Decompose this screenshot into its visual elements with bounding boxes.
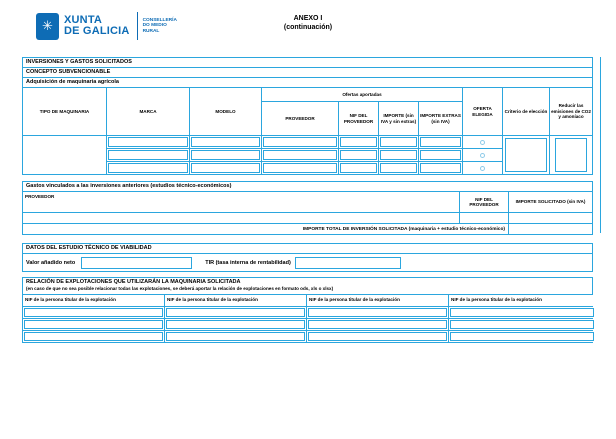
reducir-emisiones-input[interactable] xyxy=(550,136,592,174)
explotaciones-titleblock: RELACIÓN DE EXPLOTACIONES QUE UTILIZARÁN… xyxy=(23,278,592,295)
importe-total-label: IMPORTE TOTAL DE INVERSIÓN SOLICITADA (m… xyxy=(23,224,508,234)
maquinaria-table: TIPO DE MAQUINARIA MARCA MODELO Ofertas … xyxy=(23,88,592,174)
brand-line1: XUNTA xyxy=(64,14,103,26)
tir-input[interactable] xyxy=(294,256,401,269)
modelo-input-row2[interactable] xyxy=(190,149,261,161)
proveedor-input-row2[interactable] xyxy=(262,149,338,161)
gastos-col-importe: IMPORTE SOLICITADO (sin IVA) xyxy=(509,192,592,212)
gastos-table: PROVEEDOR NIF DEL PROVEEDOR IMPORTE SOLI… xyxy=(23,192,592,234)
modelo-input-row3[interactable] xyxy=(190,162,261,174)
nif-titular-input-r2c4[interactable] xyxy=(449,319,595,330)
section-gastos-vinculados: Gastos vinculados a las inversiones ante… xyxy=(22,181,593,235)
section-explotaciones: RELACIÓN DE EXPLOTACIONES QUE UTILIZARÁN… xyxy=(22,277,595,343)
nif-proveedor-input-row1[interactable] xyxy=(339,136,378,148)
anexo-line2: (continuación) xyxy=(283,24,333,31)
oferta-radio-row2[interactable] xyxy=(463,149,502,161)
col-marca: MARCA xyxy=(107,88,189,135)
logo-divider xyxy=(136,12,138,40)
nif-titular-header-2: NIF de la persona titular de la explotac… xyxy=(165,295,306,306)
section-inversiones-title: INVERSIONES Y GASTOS SOLICITADOS xyxy=(23,58,592,68)
nif-titular-header-4: NIF de la persona titular de la explotac… xyxy=(449,295,595,306)
nif-titular-input-r2c3[interactable] xyxy=(307,319,448,330)
nif-titular-input-r1c4[interactable] xyxy=(449,307,595,318)
importe-input-row3[interactable] xyxy=(379,162,418,174)
oferta-radio-row1[interactable] xyxy=(463,136,502,148)
nif-titular-input-r3c3[interactable] xyxy=(307,331,448,342)
nif-proveedor-input-row3[interactable] xyxy=(339,162,378,174)
xunta-emblem-icon: ✳ xyxy=(36,12,59,40)
nif-proveedor-input-row2[interactable] xyxy=(339,149,378,161)
col-oferta-elegida: OFERTA ELEGIDA xyxy=(463,88,502,135)
concepto-subvencionable-label: CONCEPTO SUBVENCIONABLE xyxy=(23,68,592,78)
nif-titular-header-3: NIF de la persona titular de la explotac… xyxy=(307,295,448,306)
col-importe: IMPORTE (sin IVA y sin extras) xyxy=(379,102,418,135)
page-edge-line xyxy=(600,57,601,233)
marca-input-row2[interactable] xyxy=(107,149,189,161)
gastos-nif-input[interactable] xyxy=(460,213,508,223)
nif-titular-input-r1c1[interactable] xyxy=(23,307,164,318)
col-importe-extras: IMPORTE EXTRAS (sin IVA) xyxy=(419,102,462,135)
marca-input-row3[interactable] xyxy=(107,162,189,174)
oferta-radio-row3[interactable] xyxy=(463,162,502,174)
importe-extras-input-row3[interactable] xyxy=(419,162,462,174)
conselleria-label: CONSELLERÍA DO MEDIO RURAL xyxy=(142,17,177,34)
proveedor-input-row3[interactable] xyxy=(262,162,338,174)
nif-titular-input-r2c1[interactable] xyxy=(23,319,164,330)
importe-extras-input-row2[interactable] xyxy=(419,149,462,161)
page-title: ANEXO I (continuación) xyxy=(0,14,616,32)
gastos-col-nif: NIF DEL PROVEEDOR xyxy=(460,192,508,212)
nif-titular-input-r2c2[interactable] xyxy=(165,319,306,330)
tipo-maquinaria-cell[interactable] xyxy=(23,136,106,174)
importe-extras-input-row1[interactable] xyxy=(419,136,462,148)
anexo-line1: ANEXO I xyxy=(293,15,323,22)
col-tipo-maquinaria: TIPO DE MAQUINARIA xyxy=(23,88,106,135)
importe-total-input[interactable] xyxy=(509,224,592,234)
proveedor-input-row1[interactable] xyxy=(262,136,338,148)
col-modelo: MODELO xyxy=(190,88,261,135)
tir-label: TIR (tasa interna de rentabilidad) xyxy=(205,259,291,266)
modelo-input-row1[interactable] xyxy=(190,136,261,148)
criterio-input[interactable] xyxy=(503,136,549,174)
xunta-brand: XUNTA DE GALICIA xyxy=(64,15,130,37)
section-inversiones: INVERSIONES Y GASTOS SOLICITADOS CONCEPT… xyxy=(22,57,593,175)
nif-titular-input-r3c1[interactable] xyxy=(23,331,164,342)
radio-icon[interactable] xyxy=(480,152,485,158)
importe-input-row1[interactable] xyxy=(379,136,418,148)
nif-titular-header-1: NIF de la persona titular de la explotac… xyxy=(23,295,164,306)
col-group-ofertas: Ofertas aportadas xyxy=(262,88,462,101)
nif-titular-input-r3c4[interactable] xyxy=(449,331,595,342)
xunta-logo: ✳ XUNTA DE GALICIA CONSELLERÍA DO MEDIO … xyxy=(36,12,177,40)
section-explotaciones-title: RELACIÓN DE EXPLOTACIONES QUE UTILIZARÁN… xyxy=(26,279,241,285)
col-nif-proveedor: NIF DEL PROVEEDOR xyxy=(339,102,378,135)
explotaciones-note: (en caso de que no sea posible relaciona… xyxy=(26,286,334,291)
gastos-proveedor-input[interactable] xyxy=(23,213,459,223)
brand-line2: DE GALICIA xyxy=(64,25,130,37)
gastos-importe-input[interactable] xyxy=(509,213,592,223)
nif-titular-input-r1c3[interactable] xyxy=(307,307,448,318)
radio-icon[interactable] xyxy=(480,139,485,145)
marca-input-row1[interactable] xyxy=(107,136,189,148)
concepto-value: Adquisición de maquinaria agrícola xyxy=(23,78,592,88)
estudio-fields: Valor añadido neto TIR (tasa interna de … xyxy=(23,254,592,271)
explotaciones-table: NIF de la persona titular de la explotac… xyxy=(23,295,595,342)
col-proveedor: PROVEEDOR xyxy=(262,102,338,135)
nif-titular-input-r1c2[interactable] xyxy=(165,307,306,318)
col-reducir-emisiones: Reducir las emisiones de CO2 y amoníaco xyxy=(550,88,592,135)
importe-input-row2[interactable] xyxy=(379,149,418,161)
section-gastos-title: Gastos vinculados a las inversiones ante… xyxy=(23,182,592,192)
van-input[interactable] xyxy=(81,256,193,269)
nif-titular-input-r3c2[interactable] xyxy=(165,331,306,342)
section-estudio-viabilidad: DATOS DEL ESTUDIO TÉCNICO DE VIABILIDAD … xyxy=(22,243,593,272)
radio-icon[interactable] xyxy=(480,165,485,171)
gastos-col-proveedor: PROVEEDOR xyxy=(23,192,459,212)
section-estudio-title: DATOS DEL ESTUDIO TÉCNICO DE VIABILIDAD xyxy=(23,244,592,254)
col-criterio: Criterio de elección xyxy=(503,88,549,135)
van-label: Valor añadido neto xyxy=(26,259,76,266)
